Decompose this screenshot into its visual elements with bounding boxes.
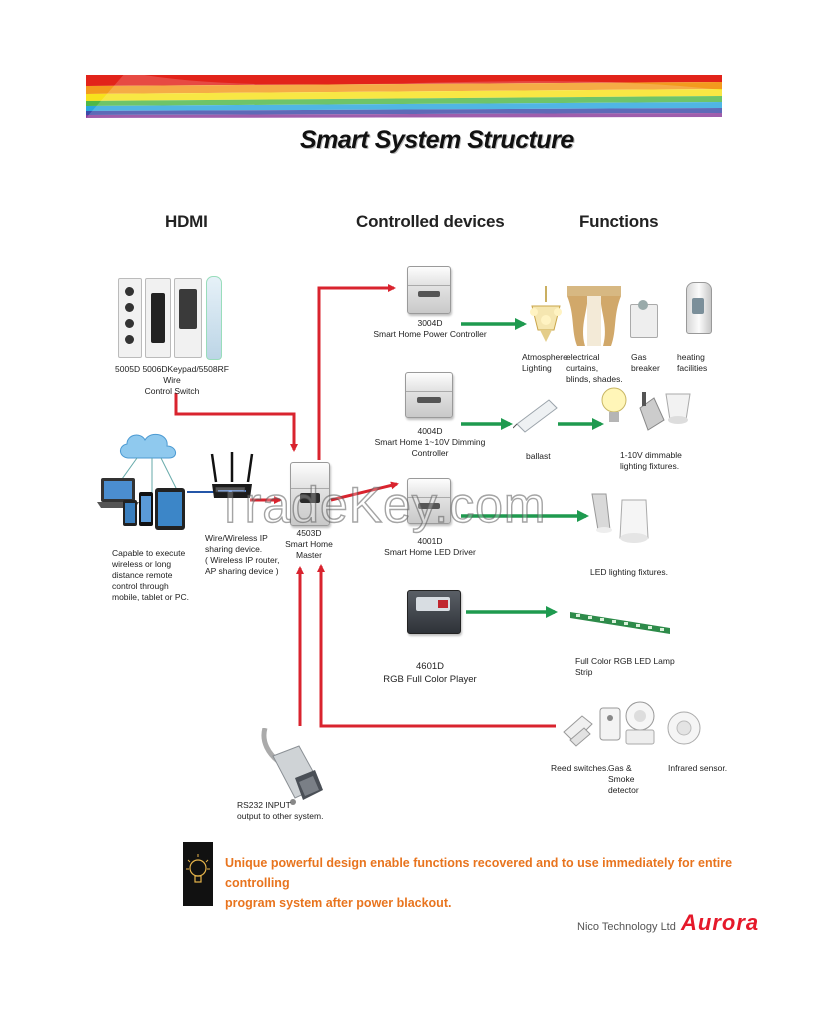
- column-header-hdmi: HDMI: [165, 212, 208, 231]
- rgb-player-image: [407, 590, 461, 634]
- function-label-led-fixtures: LED lighting fixtures.: [590, 567, 668, 577]
- function-label-curtains: electrical curtains, blinds, shades.: [566, 352, 623, 384]
- function-label-infrared: Infrared sensor.: [668, 763, 728, 773]
- led-fixtures-image: [588, 490, 652, 554]
- rs232-connector-image: [255, 727, 327, 810]
- function-label-heating: heating facilities: [677, 352, 708, 373]
- device-label-power-controller: 3004D Smart Home Power Controller: [373, 318, 487, 339]
- function-label-dimmable: 1-10V dimmable lighting fixtures.: [620, 450, 682, 471]
- dimmable-fixtures-image: [600, 380, 692, 450]
- green-arrows: [461, 318, 604, 618]
- curtains-image: [567, 286, 621, 346]
- router-image: [210, 452, 254, 502]
- heating-image: [682, 276, 714, 336]
- rainbow-banner: [86, 72, 722, 118]
- mobile-label: Capable to execute wireless or long dist…: [112, 548, 190, 602]
- led-driver-image: [407, 478, 451, 524]
- page-title: Smart System Structure: [300, 126, 574, 154]
- dimming-controller-image: [405, 372, 453, 418]
- chandelier-image: [526, 286, 566, 344]
- device-label-dimming-controller: 4004D Smart Home 1~10V Dimming Controlle…: [374, 426, 486, 458]
- reed-switch-image: [560, 712, 596, 748]
- router-label: Wire/Wireless IP sharing device. ( Wirel…: [205, 533, 280, 576]
- arrow-master-to-devices: [317, 284, 396, 460]
- power-controller-image: [407, 266, 451, 314]
- infrared-sensor-image: [666, 710, 702, 746]
- function-label-atmosphere: Atmosphere Lighting: [522, 352, 568, 373]
- function-label-smoke: Gas & Smoke detector: [608, 763, 639, 795]
- company-name: Nico Technology Ltd: [577, 921, 676, 933]
- footer-note: Unique powerful design enable functions …: [225, 856, 733, 910]
- gas-breaker-image: [628, 300, 660, 340]
- column-header-controlled-devices: Controlled devices: [356, 212, 505, 231]
- keypad-panels-image: [118, 276, 228, 360]
- smart-home-master-label: 4503D Smart Home Master: [285, 528, 333, 560]
- led-strip-image: [570, 610, 672, 634]
- mobile-devices-image: [97, 428, 193, 540]
- function-label-reed: Reed switches.: [551, 763, 609, 773]
- device-label-rgb-player: 4601D RGB Full Color Player: [383, 661, 477, 685]
- function-label-ballast: ballast: [526, 451, 551, 461]
- red-arrows: [174, 284, 556, 728]
- ballast-image: [512, 394, 559, 434]
- bulb-icon: [183, 842, 213, 906]
- watermark: TradeKey.com: [214, 476, 547, 533]
- column-header-functions: Functions: [579, 212, 659, 231]
- keypad-label: 5005D 5006DKeypad/5508RF Wire Control Sw…: [115, 364, 229, 396]
- brand-logo: Aurora: [681, 910, 760, 935]
- smart-home-master-image: [290, 462, 330, 526]
- smoke-detector-image: [598, 698, 656, 748]
- arrow-master-to-led-driver: [330, 481, 399, 502]
- arrow-keypad-to-master: [174, 393, 298, 452]
- rs232-label: RS232 INPUT output to other system.: [237, 800, 324, 821]
- device-label-led-driver: 4001D Smart Home LED Driver: [384, 536, 476, 557]
- function-label-gas-breaker: Gas breaker: [631, 352, 660, 373]
- function-label-led-strip: Full Color RGB LED Lamp Strip: [575, 656, 675, 677]
- arrow-sensors-to-master: [317, 564, 556, 728]
